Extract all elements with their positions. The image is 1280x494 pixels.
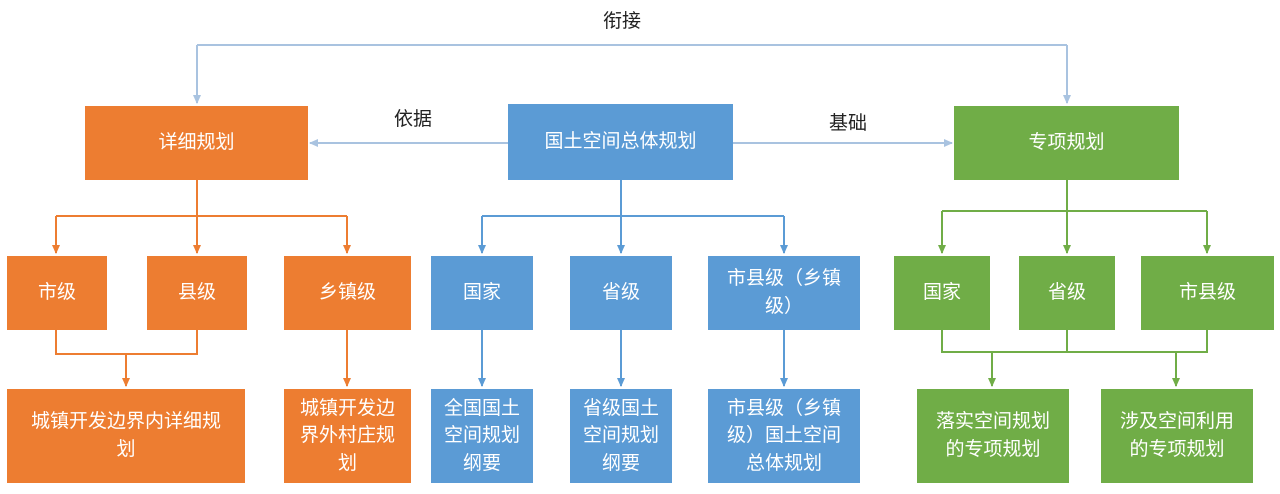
green-merge-bottom <box>941 330 1208 353</box>
node-special-planning: 专项规划 <box>954 106 1179 180</box>
node-village-plan: 城镇开发边界外村庄规划 <box>284 389 411 483</box>
node-township-level: 乡镇级 <box>284 256 411 330</box>
node-green-province: 省级 <box>1019 256 1115 330</box>
node-green-city-county: 市县级 <box>1141 256 1274 330</box>
node-urban-detail-plan: 城镇开发边界内详细规划 <box>7 389 245 483</box>
node-detail-planning: 详细规划 <box>85 106 308 180</box>
node-county-level: 县级 <box>147 256 247 330</box>
node-province: 省级 <box>570 256 672 330</box>
node-green-national: 国家 <box>894 256 990 330</box>
city-county-merge <box>55 330 198 355</box>
node-province-outline: 省级国土空间规划纲要 <box>570 389 672 483</box>
label-left: 依据 <box>393 108 432 130</box>
node-city-county-township: 市县级（乡镇级） <box>708 256 860 330</box>
node-national: 国家 <box>431 256 533 330</box>
node-involve-special-plan: 涉及空间利用的专项规划 <box>1101 389 1253 483</box>
label-right: 基础 <box>828 112 867 134</box>
node-city-level: 市级 <box>7 256 107 330</box>
node-national-outline: 全国国土空间规划纲要 <box>431 389 533 483</box>
label-top: 衔接 <box>602 10 641 32</box>
node-city-county-master-plan: 市县级（乡镇级）国土空间总体规划 <box>708 389 860 483</box>
node-territorial-master-plan: 国土空间总体规划 <box>508 104 733 180</box>
node-implement-special-plan: 落实空间规划的专项规划 <box>917 389 1069 483</box>
